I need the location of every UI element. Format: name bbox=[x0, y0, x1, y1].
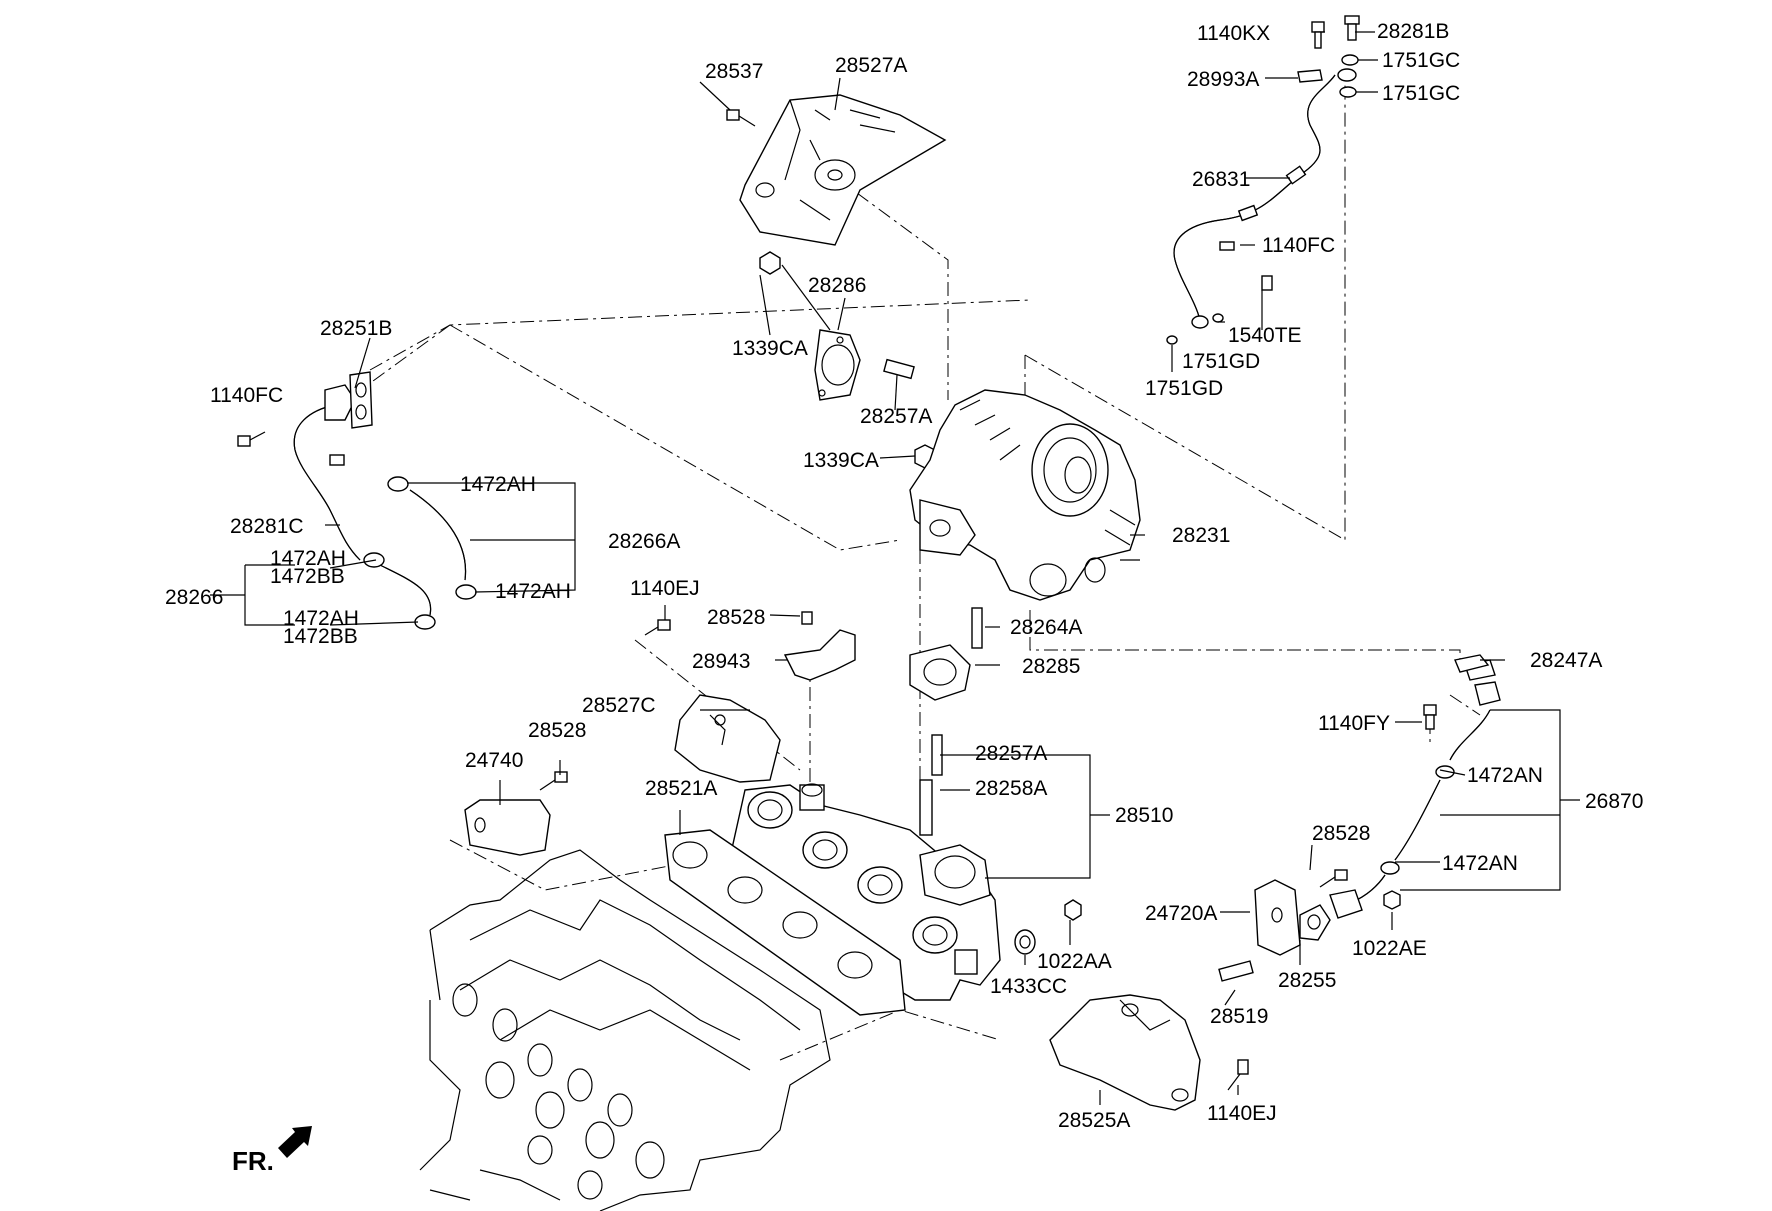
hose-28266a bbox=[387, 476, 477, 600]
water-pipe-28281c bbox=[293, 371, 373, 561]
part-label[interactable]: 28285 bbox=[1022, 655, 1080, 678]
part-label[interactable]: 1472AH bbox=[495, 580, 571, 603]
oil-pipe-lower-fittings bbox=[1166, 241, 1273, 345]
part-label[interactable]: 1751GD bbox=[1145, 377, 1223, 400]
gasket-28286 bbox=[814, 329, 861, 401]
part-label[interactable]: 28255 bbox=[1278, 969, 1336, 992]
part-label[interactable]: 28251B bbox=[320, 317, 392, 340]
part-label[interactable]: 28257A bbox=[860, 405, 932, 428]
part-label[interactable]: 28266A bbox=[608, 530, 680, 553]
gasket-28285 bbox=[909, 644, 971, 701]
part-label[interactable]: 28528 bbox=[1312, 822, 1370, 845]
part-label[interactable]: 1751GC bbox=[1382, 82, 1460, 105]
part-label[interactable]: 28528 bbox=[528, 719, 586, 742]
front-direction-marker: FR. bbox=[232, 1126, 312, 1176]
banjo-bolts-top bbox=[1297, 15, 1360, 98]
part-label[interactable]: 1140EJ bbox=[630, 577, 700, 600]
front-marker-label: FR. bbox=[232, 1146, 274, 1176]
part-label[interactable]: 1140EJ bbox=[1207, 1102, 1277, 1125]
part-label[interactable]: 24720A bbox=[1145, 902, 1217, 925]
part-label[interactable]: 1140KX bbox=[1197, 22, 1270, 45]
part-label[interactable]: 28521A bbox=[645, 777, 717, 800]
heat-shield-28527c bbox=[674, 694, 781, 783]
part-label[interactable]: 1140FC bbox=[210, 384, 283, 407]
gasket-28247a bbox=[1454, 654, 1490, 673]
oil-return-pipe-26870 bbox=[1329, 659, 1501, 919]
part-label[interactable]: 1433CC bbox=[990, 975, 1067, 998]
part-label[interactable]: 26831 bbox=[1192, 168, 1250, 191]
part-label[interactable]: 26870 bbox=[1585, 790, 1643, 813]
bracket-24720a bbox=[1254, 869, 1348, 956]
part-label[interactable]: 1540TE bbox=[1228, 324, 1302, 347]
part-label[interactable]: 1339CA bbox=[732, 337, 808, 360]
part-label[interactable]: 28257A bbox=[975, 742, 1047, 765]
turbocharger-28231 bbox=[909, 389, 1141, 601]
nut-1022ae bbox=[1383, 890, 1401, 910]
part-labels: 1140KX 28281B 1751GC 28993A 1751GC 28537… bbox=[165, 20, 1643, 1132]
leader-lines bbox=[210, 31, 1580, 1105]
bolt-1140fy bbox=[1423, 704, 1437, 730]
part-label[interactable]: 1472BB bbox=[283, 625, 358, 648]
part-label[interactable]: 28247A bbox=[1530, 649, 1602, 672]
part-label[interactable]: 1472BB bbox=[270, 565, 345, 588]
gasket-28255 bbox=[1299, 904, 1331, 941]
part-label[interactable]: 28231 bbox=[1172, 524, 1230, 547]
heat-shield-28527a bbox=[739, 94, 947, 246]
manifold-gasket-28521a bbox=[664, 829, 906, 1016]
oil-feed-pipe-26831 bbox=[1173, 74, 1336, 329]
part-label[interactable]: 28258A bbox=[975, 777, 1047, 800]
heat-shield-28525a bbox=[1049, 994, 1201, 1111]
part-label[interactable]: 28525A bbox=[1058, 1109, 1130, 1132]
bolt-1140ej-bottom bbox=[1227, 1059, 1249, 1091]
part-label[interactable]: 28528 bbox=[707, 606, 765, 629]
part-label[interactable]: 28286 bbox=[808, 274, 866, 297]
part-label[interactable]: 28264A bbox=[1010, 616, 1082, 639]
bolt-1140fc-left bbox=[237, 431, 266, 447]
nut-1339ca-top bbox=[759, 251, 831, 331]
part-label[interactable]: 1472AN bbox=[1467, 764, 1543, 787]
front-arrow-icon bbox=[278, 1126, 312, 1158]
part-label[interactable]: 28943 bbox=[692, 650, 750, 673]
part-label[interactable]: 1472AH bbox=[460, 473, 536, 496]
part-label[interactable]: 1751GD bbox=[1182, 350, 1260, 373]
stud-28519 bbox=[1218, 960, 1254, 982]
part-label[interactable]: 28527A bbox=[835, 54, 907, 77]
part-label[interactable]: 1472AH bbox=[283, 607, 359, 630]
part-label[interactable]: 28510 bbox=[1115, 804, 1173, 827]
part-label[interactable]: 1140FY bbox=[1318, 712, 1390, 735]
part-label[interactable]: 1339CA bbox=[803, 449, 879, 472]
hose-28266 bbox=[363, 552, 436, 630]
cylinder-head bbox=[419, 849, 831, 1211]
part-label[interactable]: 1472AN bbox=[1442, 852, 1518, 875]
part-label[interactable]: 1022AA bbox=[1037, 950, 1112, 973]
part-label[interactable]: 1751GC bbox=[1382, 49, 1460, 72]
part-label[interactable]: 24740 bbox=[465, 749, 523, 772]
part-label[interactable]: 28519 bbox=[1210, 1005, 1268, 1028]
stud-28257a-top bbox=[883, 358, 915, 380]
part-label[interactable]: 28537 bbox=[705, 60, 763, 83]
studs-28257a-28258a bbox=[919, 607, 983, 836]
part-label[interactable]: 28281C bbox=[230, 515, 304, 538]
part-label[interactable]: 28266 bbox=[165, 586, 223, 609]
part-label[interactable]: 1022AE bbox=[1352, 937, 1427, 960]
small-fasteners bbox=[644, 619, 1082, 955]
part-label[interactable]: 1140FC bbox=[1262, 234, 1335, 257]
bracket-28943 bbox=[783, 611, 856, 681]
part-label[interactable]: 28993A bbox=[1187, 68, 1259, 91]
part-label[interactable]: 28281B bbox=[1377, 20, 1449, 43]
bracket-24740 bbox=[464, 771, 568, 856]
bolt-28537 bbox=[726, 109, 756, 127]
part-label[interactable]: 28527C bbox=[582, 694, 656, 717]
part-label[interactable]: 1472AH bbox=[270, 547, 346, 570]
